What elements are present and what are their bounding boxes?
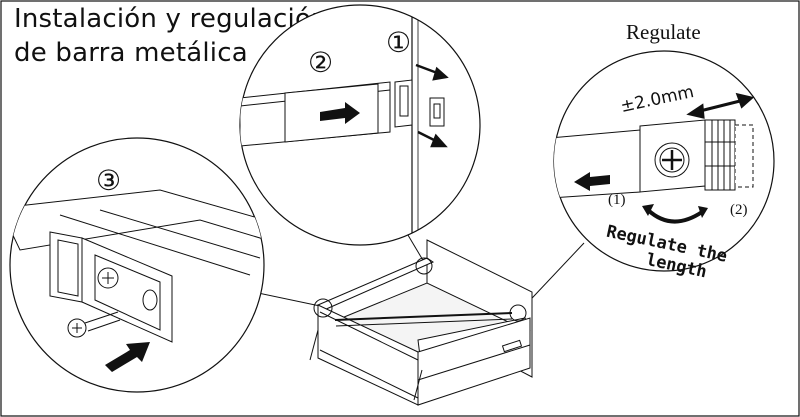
detail-circle-regulate: ±2.0mm (1) (2) Regulate the length [553,50,775,282]
drawer-side-panel [417,317,531,406]
release-arrow-bottom-icon [430,133,448,148]
drawer-callout-left [313,298,333,318]
drawer-callout-right [509,304,527,322]
rotate-arrow-icon [646,208,704,224]
step-1-label: (1) [608,192,626,208]
detail-circle-step-3: ③ [9,137,265,393]
insert-arrow-icon [105,342,150,372]
step-3-marker: ③ [96,164,121,197]
step-2-label: (2) [730,202,748,218]
push-arrow-icon [320,102,360,124]
drawer-handle [501,339,523,353]
regulate-bar [554,129,641,199]
step-1-marker: ① [386,26,411,59]
release-arrow-top-icon [432,66,449,81]
step-2-marker: ② [308,46,333,79]
drawer-illustration [309,239,533,406]
regulate-heading: Regulate [626,20,701,44]
drawer-callout-top [415,257,433,275]
detail-circle-step-1-2: ② ① [239,4,481,246]
diagram-title-line-2: de barra metálica [14,38,248,68]
pull-arrow-icon [574,172,610,191]
adjust-left-arrow-icon [686,103,705,119]
adjust-right-arrow-icon [735,92,755,109]
diagram-title-line-1: Instalación y regulación [14,4,328,34]
